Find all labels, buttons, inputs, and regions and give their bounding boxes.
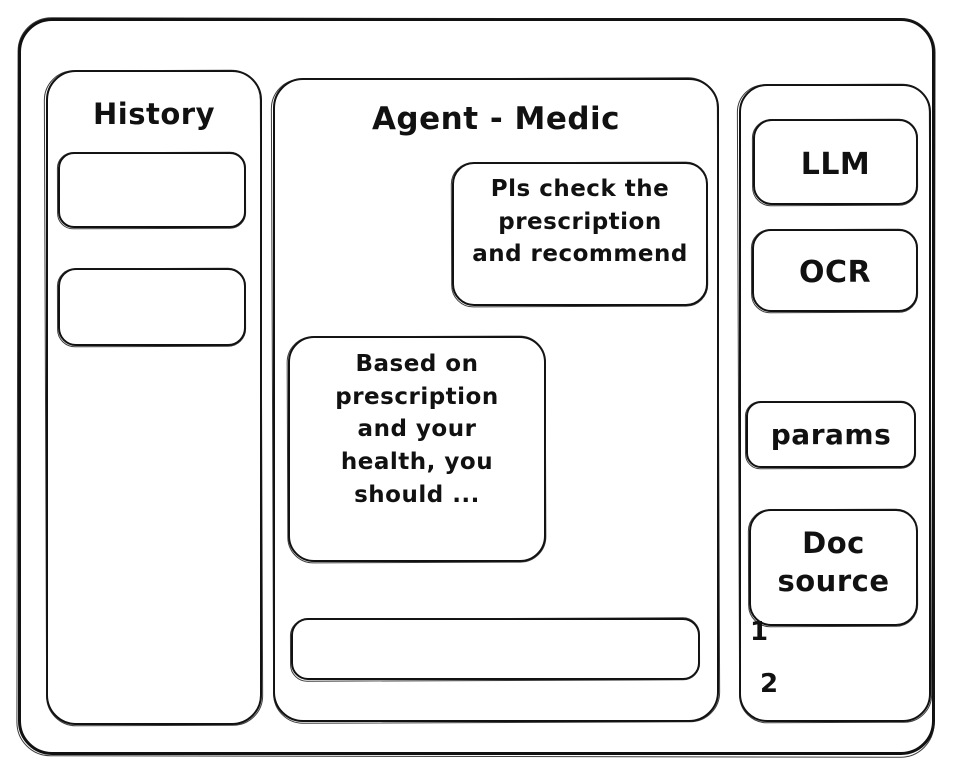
agent-panel-title: Agent - Medic [371,101,621,137]
agent-chat-panel [273,78,719,722]
history-list-item[interactable] [58,152,246,228]
user-message-bubble [452,162,708,306]
history-list-item[interactable] [58,268,246,346]
user-message-text: Pls check the prescription and recommend [472,176,688,268]
app-window-frame [18,18,935,755]
tool-button-ocr-label: OCR [798,255,872,290]
history-panel-title: History [93,97,215,131]
tool-button-llm[interactable] [753,119,918,205]
doc-source-list-item[interactable]: 1 [750,617,769,647]
tool-button-doc-source[interactable] [749,509,918,626]
tools-panel [739,84,931,722]
doc-source-list-item[interactable]: 2 [760,669,779,699]
history-panel [46,70,262,725]
tool-button-doc-source-label: Doc source [777,526,890,599]
tool-button-llm-label: LLM [800,147,871,182]
assistant-message-text: Based on prescription and your health, y… [335,351,499,508]
message-input[interactable] [291,618,700,680]
tool-button-ocr[interactable] [752,229,918,312]
tool-button-params-label: params [770,418,892,451]
assistant-message-bubble [288,336,546,562]
tool-button-params[interactable] [746,401,916,468]
